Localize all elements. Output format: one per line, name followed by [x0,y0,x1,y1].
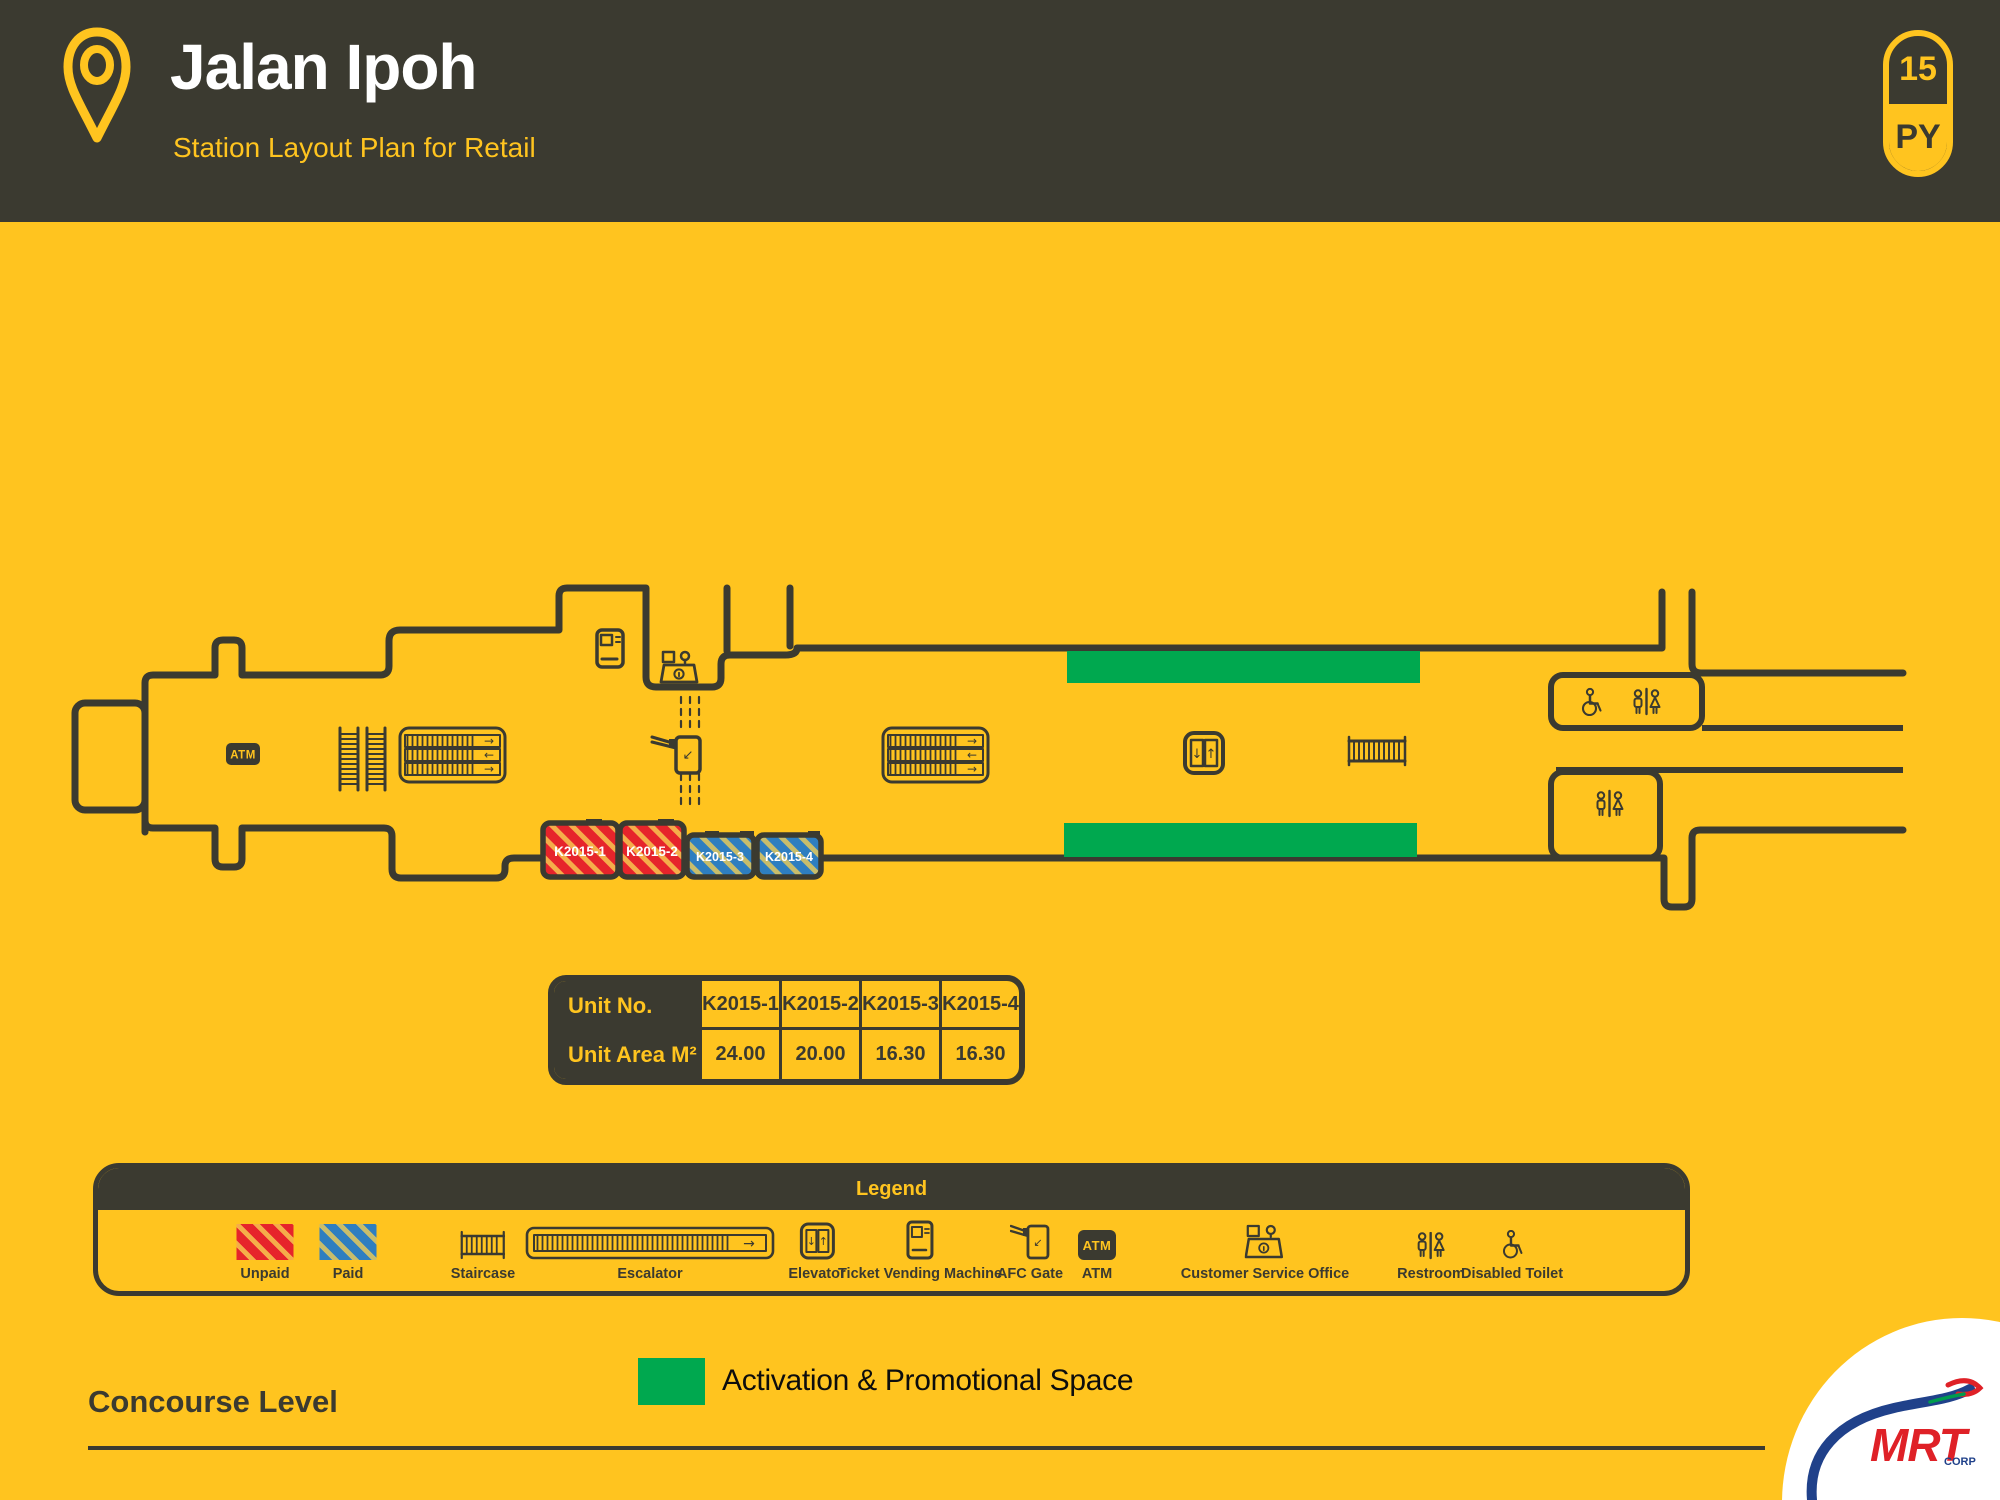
legend-item-cso: Customer Service Office [1181,1222,1349,1282]
unit-k2015-2 [617,820,687,880]
badge-code: PY [1889,103,1947,171]
ticket-vending-machine-icon [595,628,625,669]
svg-text:ATM: ATM [230,750,256,762]
staircase-icon [1347,735,1407,767]
retail-units: K2015-1 K2015-2 K2015-3 K2015-4 [540,819,824,880]
unit-k2015-3 [684,832,757,880]
svg-text:↑: ↑ [1206,747,1217,762]
table-cell: 16.30 [859,1030,939,1079]
svg-text:↓: ↓ [1192,747,1203,762]
table-cell: 24.00 [699,1030,779,1079]
table-cell: 20.00 [779,1030,859,1079]
svg-text:↙: ↙ [683,748,694,763]
atm-icon: ATM [1078,1230,1116,1260]
svg-text:↙: ↙ [1033,1236,1042,1249]
legend-item-atm: ATM ATM [1078,1230,1116,1282]
legend-item-restroom: Restroom [1397,1232,1465,1282]
plan-wall-bottom [141,816,1907,911]
unit-label: K2015-4 [765,850,813,864]
promo-space-bottom [1064,823,1417,857]
plan-entrance-stubs [723,584,794,655]
legend: Legend Unpaid Paid Staircase [93,1163,1690,1296]
escalator-icon: → [525,1226,775,1260]
customer-service-office-icon [659,650,699,684]
legend-title: Legend [855,1177,928,1200]
paid-swatch [319,1224,377,1260]
legend-item-paid: Paid [319,1224,377,1282]
disabled-toilet-icon [1503,1230,1523,1259]
mrt-swoosh-icon [1806,1378,1984,1500]
badge-number: 15 [1899,50,1937,89]
promo-space-top [1067,651,1420,683]
header-bar: Jalan Ipoh Station Layout Plan for Retai… [0,0,2000,222]
fare-line-dashes [679,695,701,808]
promo-space-swatch [638,1358,705,1405]
unit-area-table: Unit No. K2015-1 K2015-2 K2015-3 K2015-4… [548,975,1025,1085]
svg-text:↓: ↓ [806,1235,815,1248]
table-cell: K2015-4 [939,981,1019,1030]
unit-label: K2015-1 [554,844,606,859]
unit-label: K2015-2 [626,844,678,859]
afc-gate-icon: ↙ [1009,1224,1050,1260]
legend-item-unpaid: Unpaid [236,1224,294,1282]
level-label: Concourse Level [88,1384,338,1419]
mrt-brand-text: MRT [1870,1419,1967,1471]
plan-wall-top-corridor [1688,588,1907,677]
plan-left-cap [71,699,149,814]
legend-header: Legend [98,1168,1685,1210]
elevator-icon: ↓ ↑ [799,1222,835,1260]
page-subtitle: Station Layout Plan for Retail [173,132,536,163]
plan-restroom-room-top [1548,672,1705,731]
legend-item-escalator: → Escalator [525,1226,775,1282]
plan-wall-top [141,584,1666,836]
unit-label: K2015-3 [696,850,744,864]
table-cell: K2015-2 [779,981,859,1030]
legend-body: Unpaid Paid Staircase → [98,1210,1685,1291]
legend-item-elevator: ↓ ↑ Elevator [788,1222,846,1282]
page-title: Jalan Ipoh [170,31,477,103]
promo-space-label: Activation & Promotional Space [722,1364,1134,1397]
legend-item-tvm: Ticket Vending Machine [838,1220,1002,1282]
legend-item-disabled-toilet: Disabled Toilet [1461,1230,1563,1282]
elevator-icon: ↓ ↑ [1183,731,1225,775]
customer-service-office-icon [1245,1224,1284,1259]
location-pin-icon [63,27,131,143]
legend-item-staircase: Staircase [451,1230,515,1282]
legend-item-afc-gate: ↙ AFC Gate [997,1222,1063,1282]
mrt-corp-logo: MRT CORP [1782,1318,2000,1500]
afc-gate-icon: ↙ [650,735,702,775]
table-cell: K2015-3 [859,981,939,1030]
station-code-badge: 15 PY [1883,30,1953,177]
restroom-icon [1417,1232,1445,1260]
unpaid-swatch [236,1224,294,1260]
atm-icon: ATM [226,743,260,765]
table-cell: 16.30 [939,1030,1019,1079]
table-row-header: Unit Area M² [554,1030,699,1079]
plan-wall-corridor-lines [1556,725,1903,773]
svg-text:→: → [743,1236,755,1252]
staircase-icon [460,1230,506,1260]
ticket-vending-machine-icon [906,1220,934,1260]
table-row-header: Unit No. [554,981,699,1030]
plan-restroom-room-bottom [1548,769,1663,861]
svg-text:↑: ↑ [818,1235,827,1248]
unit-k2015-4 [754,832,824,880]
mrt-corp-text: CORP [1944,1456,1976,1468]
table-cell: K2015-1 [699,981,779,1030]
footer-divider [88,1446,1765,1450]
